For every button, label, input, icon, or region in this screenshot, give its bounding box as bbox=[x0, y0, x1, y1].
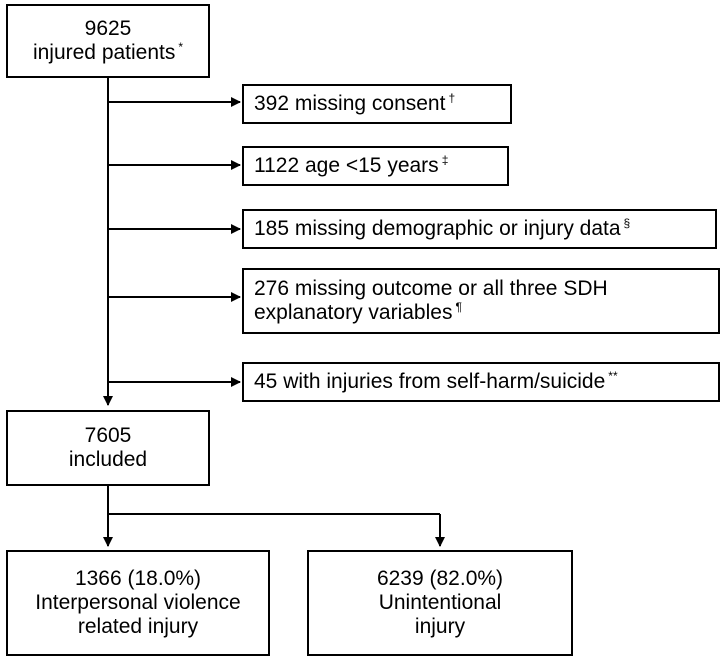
exclusion-text-3: 185 missing demographic or injury data bbox=[254, 217, 621, 240]
start-footnote-mark: * bbox=[178, 40, 184, 54]
exclusion-box-4: 276 missing outcome or all three SDH exp… bbox=[242, 268, 720, 334]
exclusion-footnote-mark-1: † bbox=[448, 91, 456, 105]
outcome-box-1: 1366 (18.0%) Interpersonal violence rela… bbox=[6, 550, 270, 656]
start-label-line: injured patients* bbox=[33, 41, 183, 65]
outcome-label-2: Unintentional injury bbox=[378, 591, 502, 638]
exclusion-footnote-mark-4: ¶ bbox=[455, 300, 462, 314]
exclusion-box-3: 185 missing demographic or injury data§ bbox=[242, 209, 717, 249]
outcome-label-1: Interpersonal violence related injury bbox=[35, 591, 241, 638]
outcome-box-2: 6239 (82.0%) Unintentional injury bbox=[307, 550, 573, 656]
exclusion-footnote-mark-3: § bbox=[623, 216, 631, 230]
exclusion-box-1: 392 missing consent† bbox=[242, 84, 512, 124]
outcome-stat-2: 6239 (82.0%) bbox=[376, 567, 504, 590]
start-box: 9625 injured patients* bbox=[6, 4, 210, 78]
exclusion-text-1: 392 missing consent bbox=[254, 92, 446, 115]
exclusion-box-2: 1122 age <15 years‡ bbox=[242, 146, 509, 186]
included-box: 7605 included bbox=[6, 410, 210, 486]
exclusion-text-2: 1122 age <15 years bbox=[254, 154, 439, 177]
included-label: included bbox=[68, 448, 148, 471]
included-count: 7605 bbox=[84, 424, 132, 447]
exclusion-footnote-mark-2: ‡ bbox=[441, 153, 449, 167]
start-label: injured patients bbox=[32, 41, 176, 64]
start-count: 9625 bbox=[84, 17, 132, 40]
outcome-stat-1: 1366 (18.0%) bbox=[74, 567, 202, 590]
exclusion-text-4: 276 missing outcome or all three SDH exp… bbox=[254, 277, 608, 324]
exclusion-box-5: 45 with injuries from self-harm/suicide*… bbox=[242, 362, 720, 402]
exclusion-footnote-mark-5: ** bbox=[608, 369, 618, 383]
exclusion-text-5: 45 with injuries from self-harm/suicide bbox=[254, 370, 606, 393]
